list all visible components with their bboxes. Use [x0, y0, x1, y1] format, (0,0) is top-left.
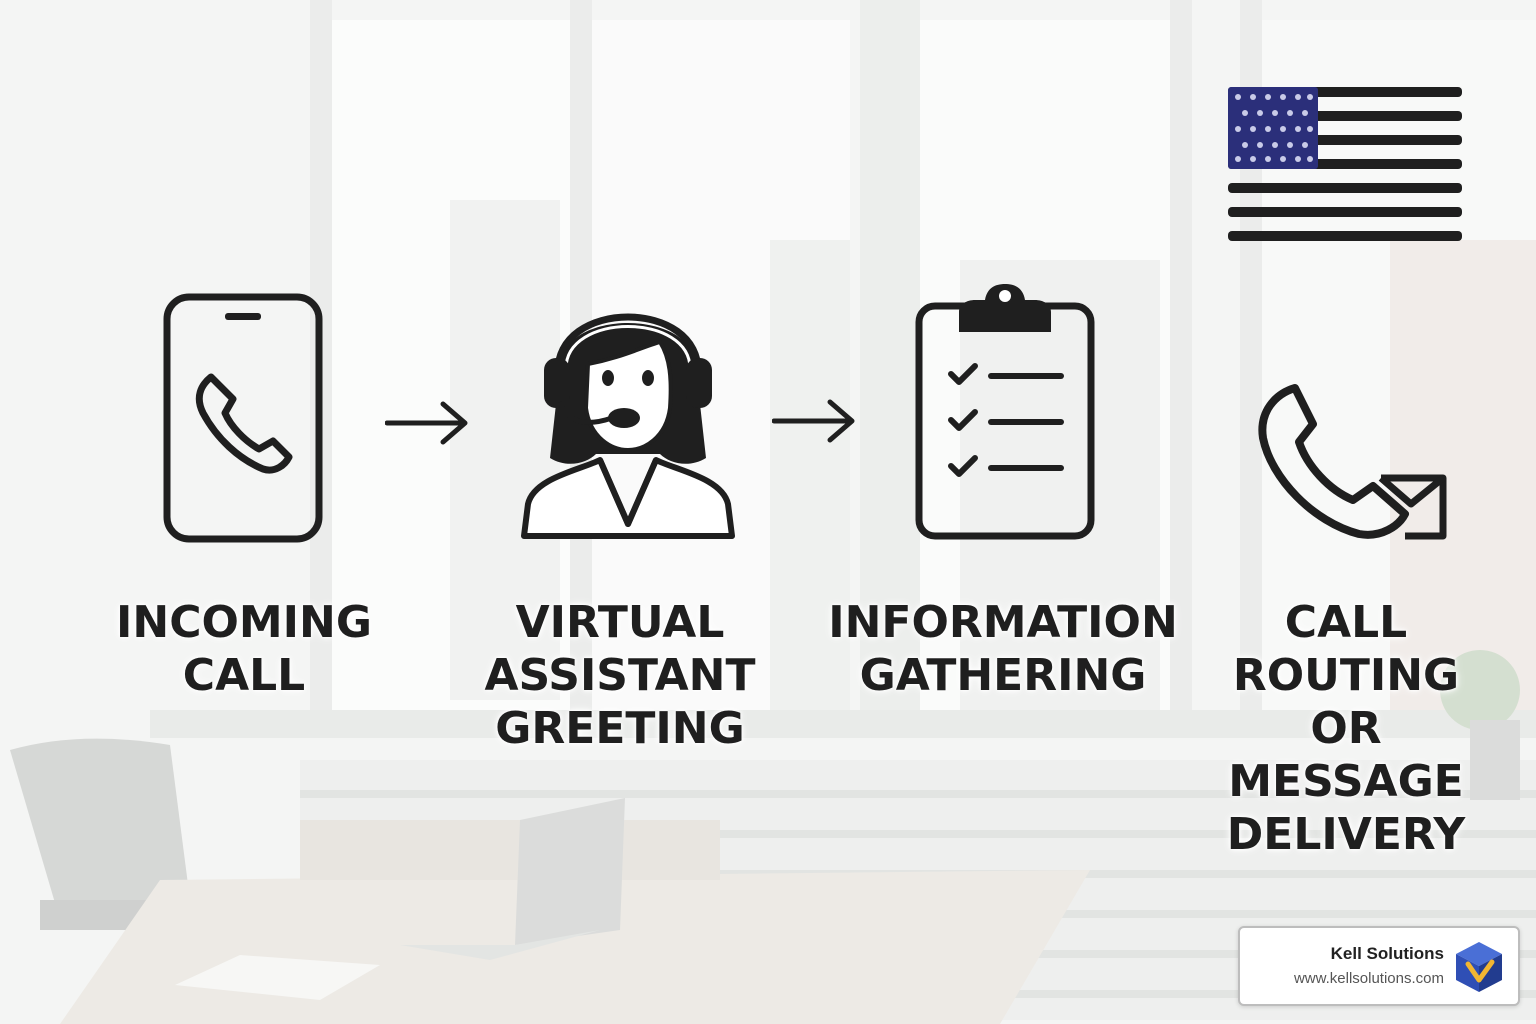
- flow-arrow-2: [772, 398, 858, 444]
- phone-message-icon: [1255, 378, 1449, 542]
- clipboard-checklist-icon: [915, 282, 1095, 540]
- step-label-line: ASSISTANT: [484, 650, 756, 701]
- us-flag-icon: [1228, 87, 1462, 243]
- brand-url: www.kellsolutions.com: [1293, 970, 1444, 987]
- brand-name: Kell Solutions: [1330, 944, 1444, 963]
- step-label-line: INCOMING: [116, 597, 372, 648]
- headset-agent-icon: [520, 278, 736, 540]
- step-label-line: MESSAGE: [1228, 756, 1464, 807]
- brand-badge: Kell Solutions www.kellsolutions.com: [1238, 926, 1520, 1006]
- step-label-line: GATHERING: [859, 650, 1147, 701]
- smartphone-call-icon: [163, 293, 323, 543]
- step-label-incoming-call: INCOMING CALL: [104, 596, 384, 702]
- step-label-line: CALL: [182, 650, 306, 701]
- step-label-information-gathering: INFORMATION GATHERING: [828, 596, 1178, 702]
- step-label-line: DELIVERY: [1226, 809, 1466, 860]
- flow-arrow-1: [385, 400, 471, 446]
- cube-logo-icon: [1454, 940, 1504, 994]
- step-label-line: GREETING: [495, 703, 745, 754]
- step-label-virtual-assistant-greeting: VIRTUAL ASSISTANT GREETING: [470, 596, 770, 755]
- step-label-line: VIRTUAL: [515, 597, 725, 648]
- step-label-line: ROUTING: [1232, 650, 1460, 701]
- step-label-line: OR: [1310, 703, 1382, 754]
- step-label-call-routing-or-message-delivery: CALL ROUTING OR MESSAGE DELIVERY: [1206, 596, 1486, 861]
- step-label-line: INFORMATION: [828, 597, 1178, 648]
- step-label-line: CALL: [1284, 597, 1408, 648]
